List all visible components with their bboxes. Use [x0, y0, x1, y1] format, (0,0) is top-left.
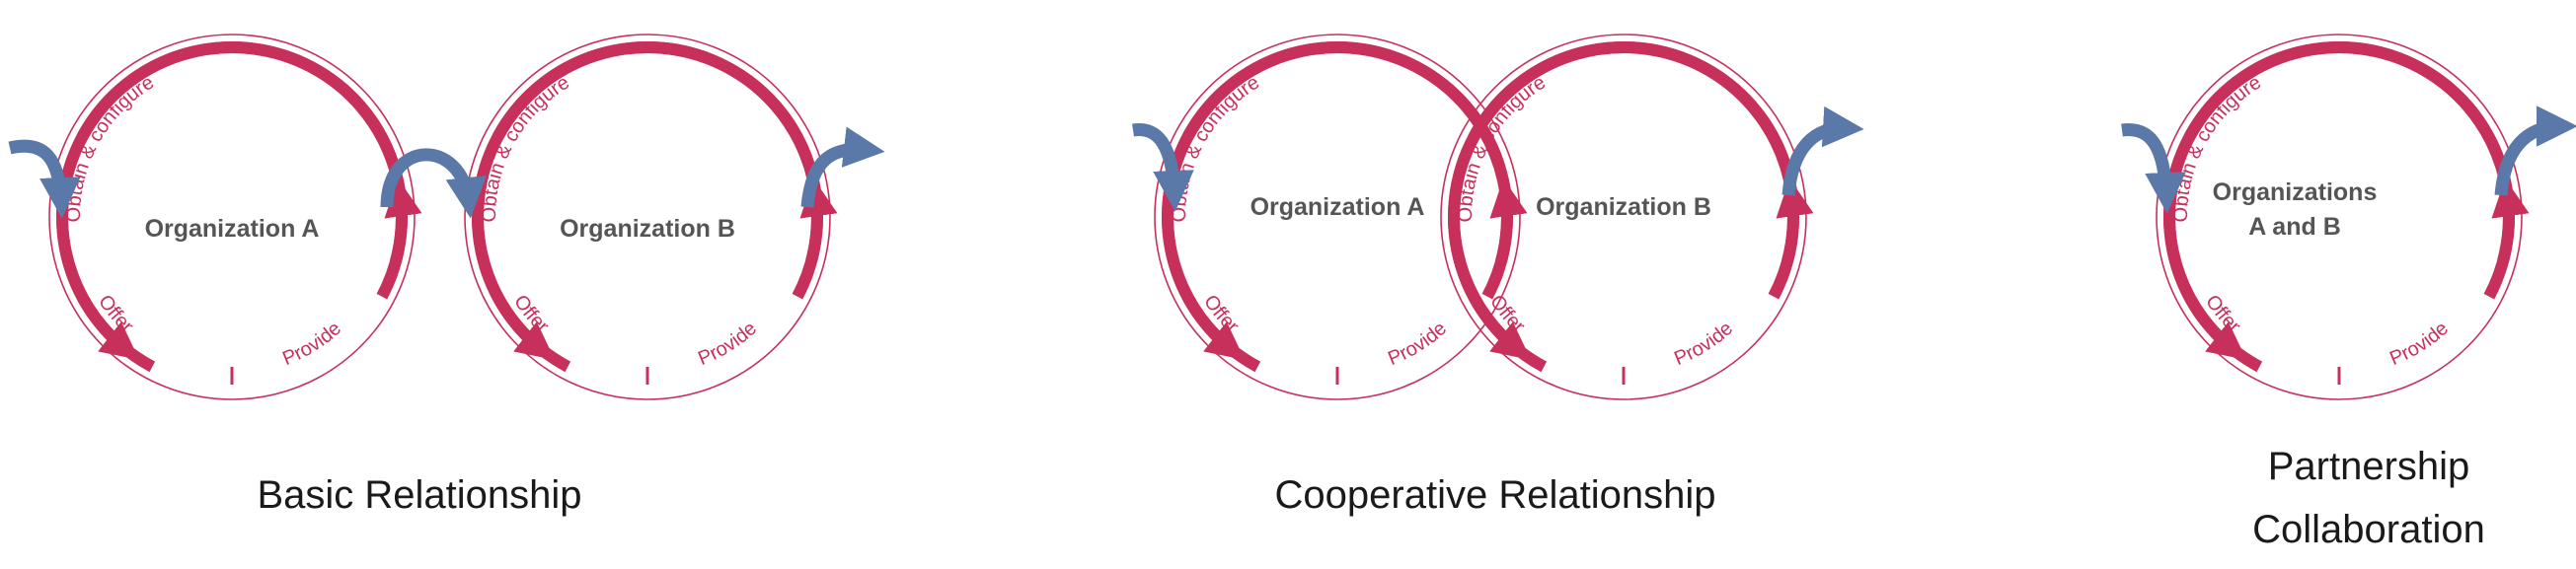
provide-return-arc: [799, 178, 838, 263]
organization-a-label: Organization A: [145, 215, 320, 243]
caption-cooperative-relationship: Cooperative Relationship: [1275, 473, 1716, 517]
provide-return-arc: [1489, 178, 1528, 263]
provide-return-arc: [1776, 178, 1814, 263]
caption-basic-relationship: Basic Relationship: [257, 473, 581, 517]
incoming-flow-arrow-partnership: [2121, 123, 2186, 214]
flow-arrows-basic: [8, 126, 885, 219]
offer-provide-arc: [1162, 41, 1513, 373]
provide-return-arc: [384, 178, 422, 263]
provide-label: Provide: [1385, 318, 1451, 370]
provide-label: Provide: [2387, 318, 2453, 370]
provide-label: Provide: [695, 318, 761, 370]
organizations-label-line-1: Organizations: [2213, 178, 2378, 206]
organization-b-label: Organization B: [560, 215, 735, 243]
incoming-flow-arrow-cooperative: [1132, 123, 1194, 212]
organizations-label-line-2: A and B: [2248, 213, 2341, 241]
caption-collaboration: Collaboration: [2252, 508, 2485, 551]
flow-arrows-cooperative: [1132, 106, 1864, 212]
incoming-flow-arrow: [8, 139, 81, 219]
outgoing-flow-arrow-cooperative: [1781, 106, 1864, 196]
outgoing-flow-arrow-partnership: [2494, 106, 2576, 196]
flow-arrows-partnership: [2121, 106, 2576, 214]
organization-b-label-cooperative: Organization B: [1536, 193, 1711, 221]
caption-partnership: Partnership: [2268, 445, 2470, 488]
organization-a-label-cooperative: Organization A: [1250, 193, 1425, 221]
handoff-flow-arrow: [380, 148, 487, 219]
provide-return-arc: [2491, 178, 2530, 263]
outgoing-flow-arrow: [800, 126, 885, 208]
provide-label: Provide: [1671, 318, 1737, 370]
provide-label: Provide: [279, 318, 345, 370]
